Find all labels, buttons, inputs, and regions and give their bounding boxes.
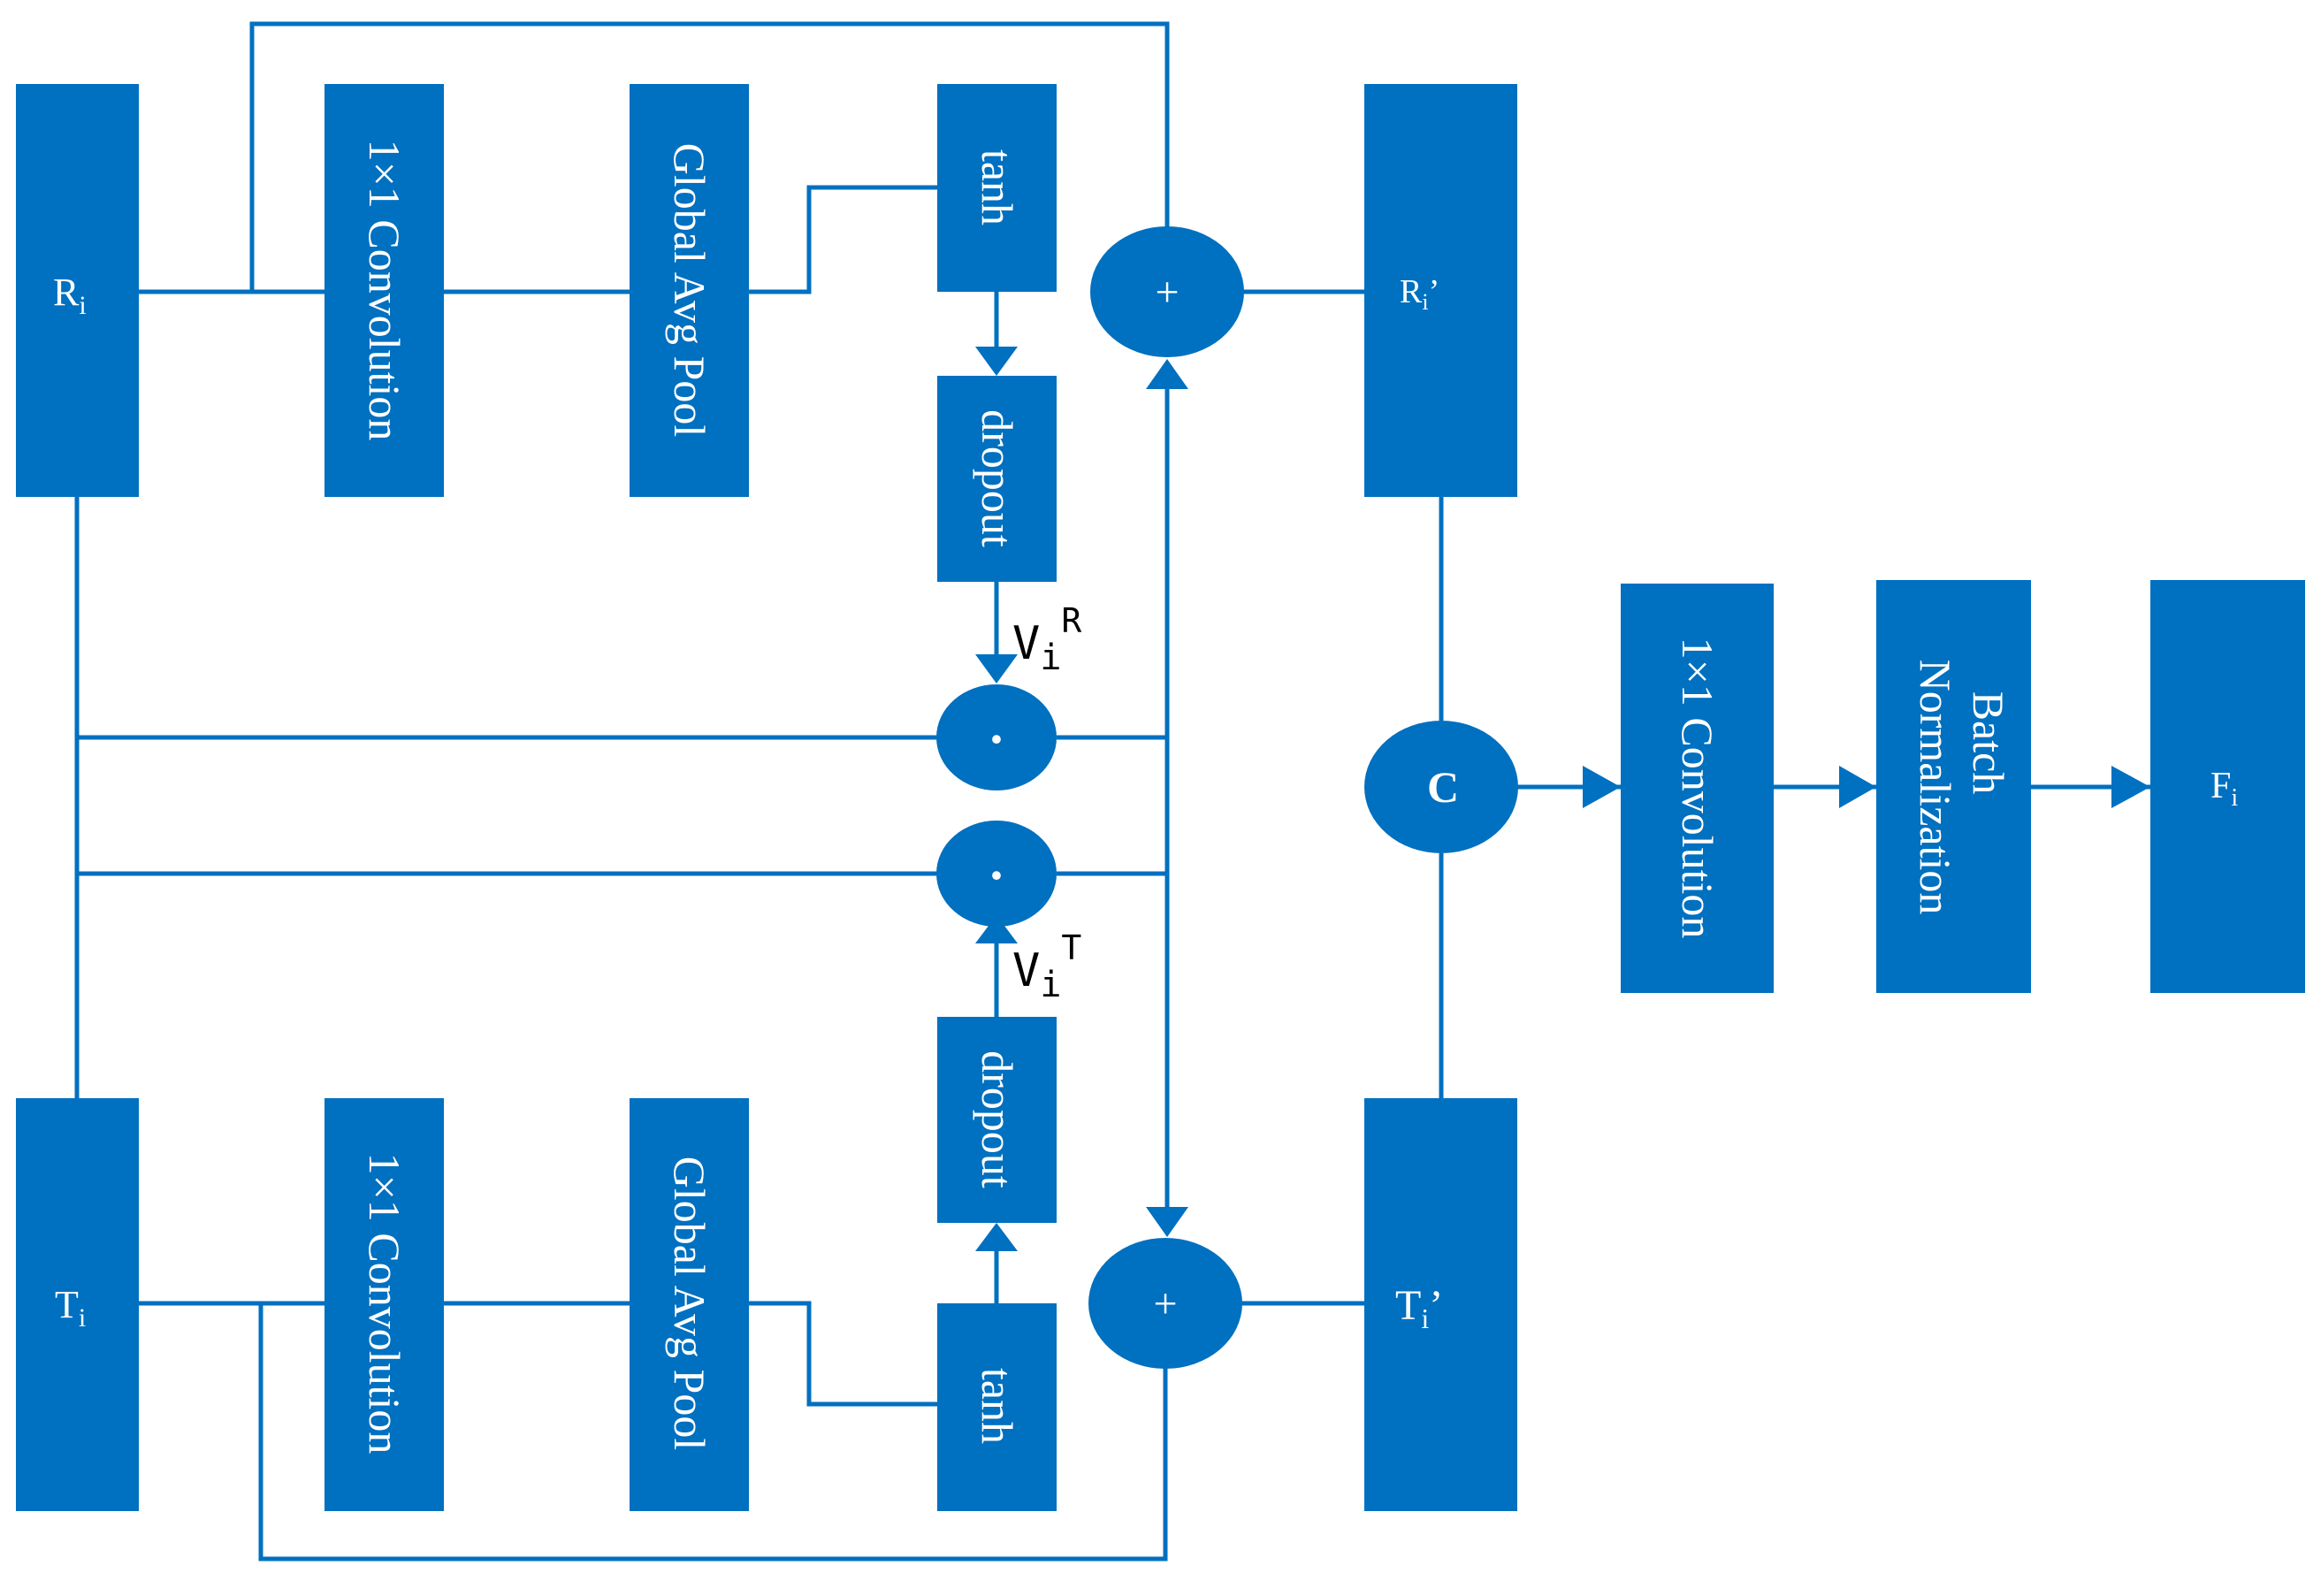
wire-pool-to-tanh [749,185,937,294]
arrow-into-dropout-bot [975,1223,1018,1251]
arrow-into-add-top [1146,359,1188,389]
dropout-top-label: dropout [973,409,1022,547]
tanh-top-label: tanh [973,149,1022,225]
operator-nodes [936,226,1518,1369]
arrow-into-mul-bot [975,915,1018,943]
wire-pool-to-tanh-bot [749,1301,937,1407]
blocks [16,84,2305,1511]
pool-top-label: Global Avg Pool [665,143,714,437]
t-output-label: Ti’ [1395,1282,1443,1334]
block-dropout-top [937,376,1057,582]
block-pool-bot [630,1098,749,1511]
bn-label-line1: Batch [1964,691,2013,795]
arrow-into-f [2111,766,2150,808]
block-tanh-top [937,84,1057,292]
block-t-input [16,1098,139,1511]
block-conv-top [324,84,444,497]
arrow-into-conv-fuse [1583,766,1621,808]
block-dropout-bot [937,1017,1057,1223]
r-output-label: Ri’ [1400,273,1439,315]
mul-node-top [936,684,1057,790]
concat-node [1364,721,1518,853]
add-top-symbol: + [1155,269,1179,316]
bn-label-line2: Normalization [1911,660,1960,915]
concat-symbol: C [1427,762,1459,812]
block-r-input [16,84,139,497]
add-bottom-symbol: + [1153,1280,1177,1327]
block-tanh-bot [937,1303,1057,1511]
block-conv-bot [324,1098,444,1511]
add-node-bottom [1088,1238,1242,1369]
dropout-bot-label: dropout [973,1050,1022,1188]
mul-top-symbol: · [988,710,1005,768]
mul-node-bottom [936,821,1057,927]
block-batch-norm [1876,580,2031,993]
arrow-into-dropout-top [975,347,1018,376]
block-pool-top [630,84,749,497]
block-t-output [1364,1098,1517,1511]
operator-symbols: + + · · C [988,269,1459,1327]
r-input-label: Ri [53,271,87,320]
t-input-label: Ti [55,1283,86,1333]
v-t-annotation: ViT [1012,928,1081,1005]
f-output-label: Fi [2210,766,2238,812]
block-f-output [2150,580,2305,993]
add-node-top [1090,226,1244,357]
block-labels: Ri Ti Ri’ Ti’ Fi 1×1 Convolution Global … [53,140,2238,1455]
conv-top-label: 1×1 Convolution [360,140,409,441]
wire-r-skip-loop [249,21,1170,292]
arrow-into-add-bot [1146,1207,1188,1237]
pool-bot-label: Global Avg Pool [665,1157,714,1450]
arrow-into-mul-top [975,654,1018,683]
block-conv-fuse [1621,584,1774,993]
mul-bottom-symbol: · [988,846,1005,905]
block-r-output [1364,84,1517,497]
conv-bot-label: 1×1 Convolution [360,1153,409,1455]
wire-t-skip-loop [258,1303,1168,1562]
conv-fuse-label: 1×1 Convolution [1673,638,1722,939]
arrowheads [975,347,2150,1251]
arrow-into-bn [1839,766,1876,808]
annotations: ViR ViT [1012,601,1081,1005]
v-r-annotation: ViR [1012,601,1081,678]
tanh-bot-label: tanh [973,1368,1022,1444]
